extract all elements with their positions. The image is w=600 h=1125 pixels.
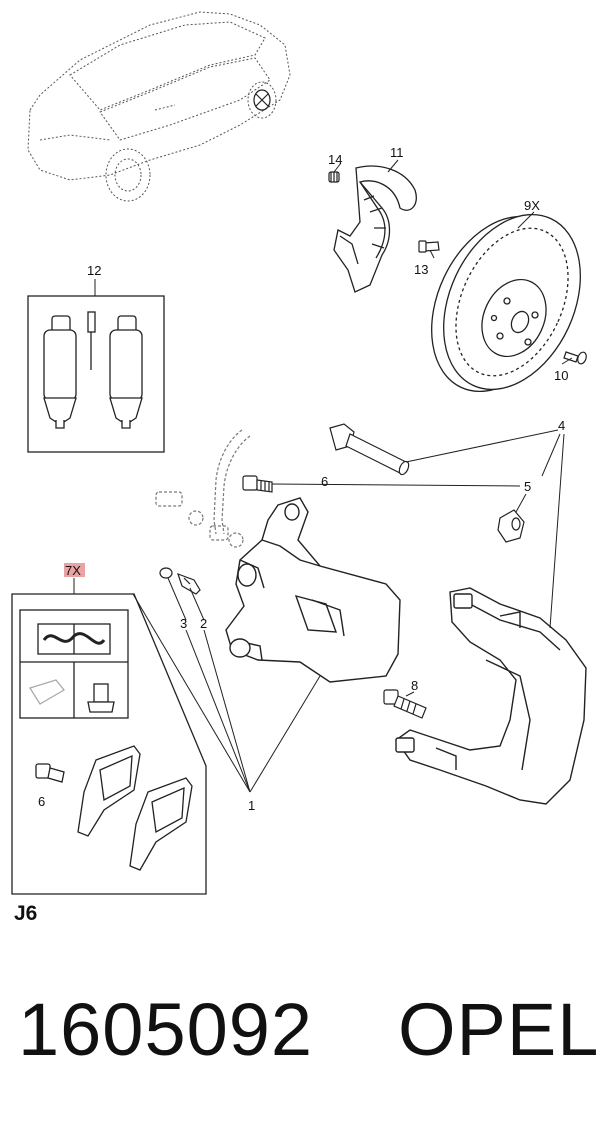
bolt-14 [328,171,340,183]
callout-10: 10 [554,368,568,383]
callout-5: 5 [524,479,531,494]
callout-labels: 14 11 9X 13 12 10 4 6 5 7X 3 2 8 6 1 [38,145,568,813]
callout-7x-highlight [64,563,85,577]
guide-pin-4 [329,423,410,476]
brake-disc-9x [431,213,581,393]
section-code: J6 [14,902,38,925]
guide-pin-kit-12 [27,295,165,453]
bolt-13 [418,240,440,253]
bushing-5 [497,509,525,543]
caliper-carrier [395,587,587,805]
car-overview-illustration [27,11,291,202]
callout-4: 4 [558,418,565,433]
brake-pad-kit-7x [11,593,207,895]
dust-cap-3 [159,567,173,579]
footer: 1605092 OPEL [0,985,600,1085]
callout-8: 8 [411,678,418,693]
brake-caliper [225,497,401,683]
callout-13: 13 [414,262,428,277]
callout-7x: 7X [65,563,81,578]
screw-10 [563,351,587,365]
bolt-8 [383,689,427,719]
callout-11: 11 [390,145,404,160]
brand-name: OPEL [398,988,600,1071]
car-wheel-highlight [253,89,271,111]
brake-shield-11 [333,165,417,293]
bolt-6-upper [242,475,273,493]
callout-2: 2 [200,616,207,631]
brake-hose [155,429,251,548]
bleed-screw-2 [177,572,201,595]
callout-12: 12 [87,263,101,278]
exploded-parts-diagram: 14 11 9X 13 12 10 4 6 5 7X 3 2 8 6 1 [11,11,587,895]
callout-3: 3 [180,616,187,631]
callout-6-upper: 6 [321,474,328,489]
callout-9x: 9X [524,198,540,213]
callout-1: 1 [248,798,255,813]
leader-lines [132,159,573,793]
callout-14: 14 [328,152,342,167]
callout-6-kit: 6 [38,794,45,809]
part-number: 1605092 [18,988,314,1071]
